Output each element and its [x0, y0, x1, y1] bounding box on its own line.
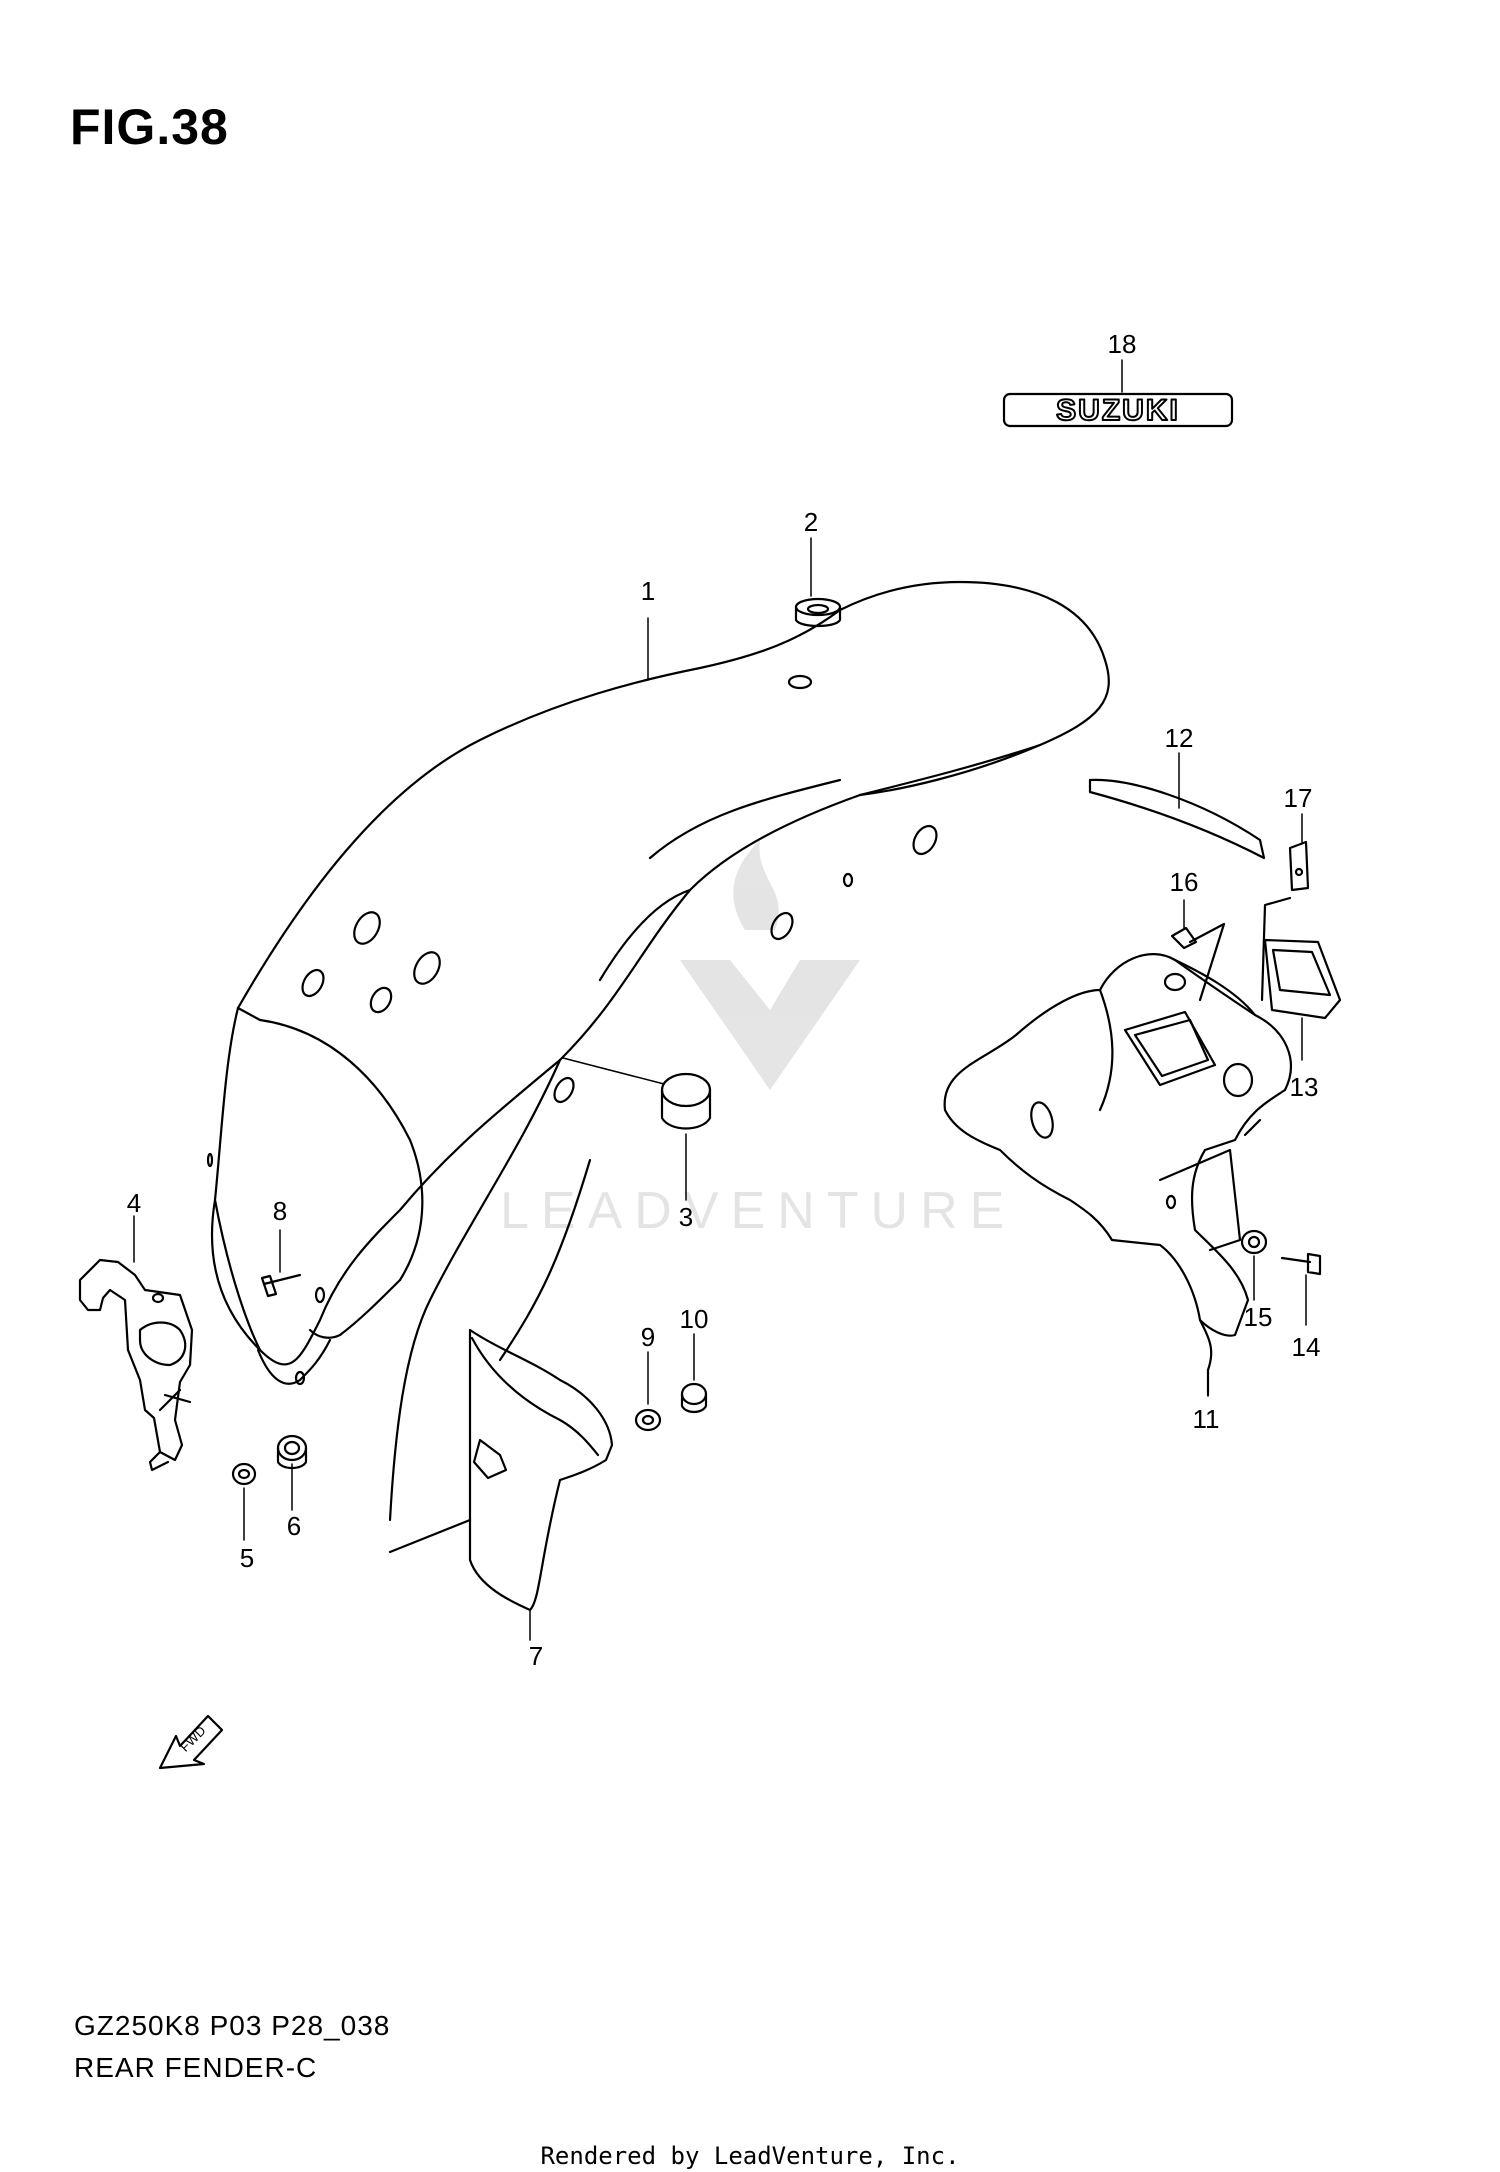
callout-17: 17 — [1284, 783, 1313, 813]
callout-16: 16 — [1170, 867, 1199, 897]
clip-part-17 — [1260, 840, 1310, 1002]
grommet-part-3 — [562, 1057, 712, 1130]
mudflap-part-7 — [388, 1328, 614, 1612]
bolt-part-14 — [1280, 1252, 1322, 1326]
callout-15: 15 — [1244, 1302, 1273, 1332]
callout-14: 14 — [1292, 1332, 1321, 1362]
model-code: GZ250K8 P03 P28_038 — [74, 2010, 391, 2041]
callout-4: 4 — [127, 1188, 141, 1218]
callout-13: 13 — [1290, 1072, 1319, 1102]
render-credit: Rendered by LeadVenture, Inc. — [540, 2142, 960, 2170]
washer-part-15 — [1240, 1229, 1268, 1255]
callout-11: 11 — [1193, 1404, 1220, 1434]
reflector-strip-part-12 — [1088, 778, 1266, 860]
figure-title: FIG.38 — [70, 99, 229, 155]
nut-part-9 — [634, 1408, 662, 1432]
callout-9: 9 — [641, 1322, 655, 1352]
callout-1: 1 — [641, 576, 655, 606]
emblem-part-18: SUZUKI — [1002, 392, 1234, 428]
fwd-arrow-icon: FWD — [158, 1714, 224, 1770]
callout-labels: 1 2 3 4 5 6 7 8 9 10 11 12 13 14 15 16 1… — [127, 329, 1321, 1671]
callout-7: 7 — [529, 1641, 543, 1671]
callout-18: 18 — [1108, 329, 1137, 359]
nut-part-6 — [276, 1434, 308, 1470]
emblem-text: SUZUKI — [1056, 394, 1180, 427]
license-bracket-part-11 — [943, 953, 1292, 1397]
callout-5: 5 — [240, 1543, 254, 1573]
callout-12: 12 — [1165, 723, 1194, 753]
bolt-part-8 — [260, 1273, 302, 1298]
watermark-logo: LEADVENTURE — [500, 840, 1016, 1240]
callout-3: 3 — [679, 1202, 693, 1232]
bolt-part-16 — [1170, 922, 1226, 1002]
callout-2: 2 — [804, 507, 818, 537]
nut-part-5 — [231, 1462, 257, 1486]
grommet-part-2 — [794, 597, 842, 628]
callout-8: 8 — [273, 1196, 287, 1226]
nut-part-10 — [680, 1382, 708, 1414]
watermark-text: LEADVENTURE — [500, 1182, 1016, 1240]
leader-lines — [133, 359, 1303, 1641]
reflector-part-13 — [1263, 938, 1342, 1061]
rear-fender-part-1 — [206, 580, 1110, 1522]
callout-6: 6 — [287, 1511, 301, 1541]
callout-10: 10 — [680, 1304, 709, 1334]
section-name: REAR FENDER-C — [74, 2052, 318, 2083]
bracket-part-4 — [78, 1258, 194, 1472]
